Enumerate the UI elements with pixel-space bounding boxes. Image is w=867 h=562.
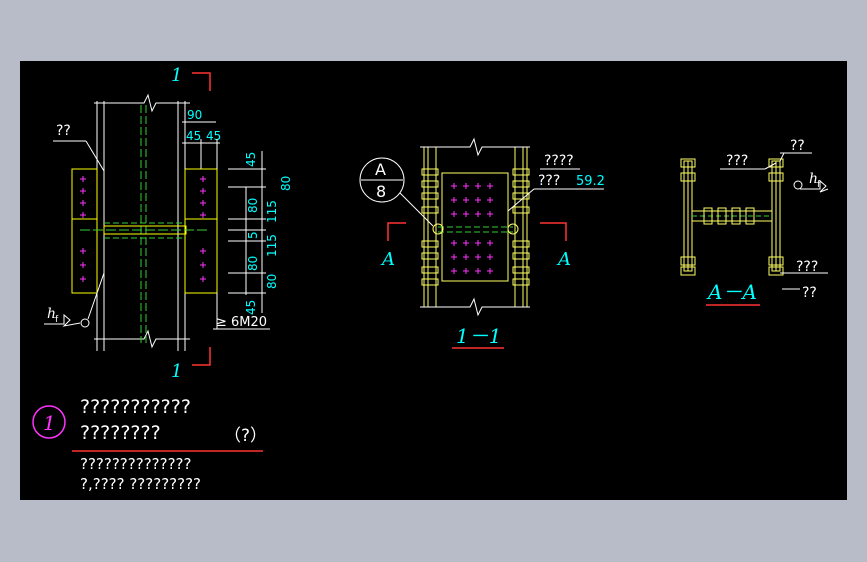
section-a-right-label: A — [556, 249, 571, 270]
aa-weld-h: h — [809, 171, 818, 187]
aa-bolts — [680, 158, 784, 276]
aa-label-right-top-leader — [779, 152, 785, 162]
dim-inner-5: 5 — [246, 231, 260, 239]
legend-note-2: ?,???? ????????? — [80, 475, 201, 493]
break-top-2 — [420, 137, 530, 157]
left-flange — [423, 146, 437, 308]
section-a-left-mark — [387, 222, 406, 241]
legend-number-circle — [32, 405, 66, 439]
dim-45-b: 45 — [206, 129, 221, 143]
leader-label-2: ??? — [538, 173, 560, 189]
detail-callout-top: A — [375, 160, 386, 179]
aa-weld-circle — [793, 180, 803, 190]
dim-right-115-b: 115 — [265, 234, 279, 257]
aa-label-right-top: ?? — [790, 138, 805, 154]
view-1-elevation: 1 1 ?? 90 45 45 45 80 115 115 80 45 80 — [44, 65, 293, 382]
dim-right-80-b: 80 — [265, 274, 279, 289]
section-a-right-mark — [540, 222, 567, 241]
cad-drawing: 1 1 ?? 90 45 45 45 80 115 115 80 45 80 — [32, 65, 829, 493]
section-1-bottom-label: 1 — [171, 361, 182, 382]
leader-value: 59.2 — [576, 174, 605, 189]
section-mark-bottom — [192, 347, 211, 366]
leader-label-plate: ?? — [56, 123, 71, 139]
leader-line — [85, 140, 105, 172]
weld-access-right — [507, 223, 519, 235]
aa-label-right-mid: ??? — [796, 259, 818, 275]
dim-right-80-a: 80 — [279, 176, 293, 191]
callout-leader — [399, 192, 434, 227]
weld-flag — [44, 313, 81, 327]
flange-bolts — [421, 168, 530, 286]
weld-access-left — [432, 223, 444, 235]
bolt-group-right — [200, 176, 206, 282]
aa-label-left-leader — [764, 162, 777, 170]
weld-symbol-h: h — [47, 306, 56, 322]
aa-label-left: ??? — [726, 153, 748, 169]
detail-callout-circle — [359, 157, 405, 203]
splice-plate-right — [184, 168, 218, 294]
break-line-bottom — [94, 329, 190, 349]
section-a-left-label: A — [380, 249, 395, 270]
section-1-top-label: 1 — [171, 65, 182, 86]
dim-right-45-top: 45 — [244, 152, 258, 167]
section-mark-top — [192, 72, 211, 91]
bolt-group-left — [80, 176, 86, 282]
legend-line-2-suffix: （?） — [224, 426, 267, 446]
bolt-note: ≥ 6M20 — [216, 315, 267, 330]
legend-note-1: ?????????????? — [80, 455, 191, 473]
dim-ticks-right — [228, 168, 266, 294]
view-2-section: A 8 ???? ??? 59.2 A A 1－1 — [359, 137, 605, 349]
break-bottom-2 — [420, 297, 530, 317]
dim-45-a: 45 — [186, 129, 201, 143]
weld-symbol-f: f — [55, 315, 59, 325]
weld-circle — [80, 318, 90, 328]
dim-right-115-a: 115 — [265, 200, 279, 223]
drawing-canvas: 1 1 ?? 90 45 45 45 80 115 115 80 45 80 — [20, 61, 847, 500]
weld-leader — [87, 272, 105, 320]
dim-inner-80-b: 80 — [246, 256, 260, 271]
legend-line-2: ???????? — [80, 422, 161, 444]
dim-90: 90 — [187, 108, 202, 122]
section-a-a-title: A－A — [706, 280, 757, 304]
dim-right-45-bottom: 45 — [244, 300, 258, 315]
aa-weld-flag — [800, 179, 829, 193]
leader-label-top: ???? — [544, 153, 574, 169]
legend-block: 1 ??????????? ???????? （?） ?????????????… — [32, 396, 267, 493]
splice-plate-left — [71, 168, 98, 294]
detail-callout-bottom: 8 — [376, 182, 386, 201]
aa-label-right-bottom: ?? — [802, 285, 817, 301]
legend-line-1: ??????????? — [80, 396, 191, 418]
break-line-top — [94, 93, 190, 113]
view-3-section: ??? ?? h f ??? ?? A－A — [680, 138, 829, 306]
aa-weld-f: f — [817, 180, 821, 190]
web-bolt-grid — [451, 183, 493, 274]
right-flange — [514, 146, 528, 308]
legend-number: 1 — [43, 411, 56, 435]
section-1-1-title: 1－1 — [456, 324, 501, 348]
dim-inner-80-a: 80 — [246, 198, 260, 213]
leader-to-plate — [507, 188, 535, 212]
